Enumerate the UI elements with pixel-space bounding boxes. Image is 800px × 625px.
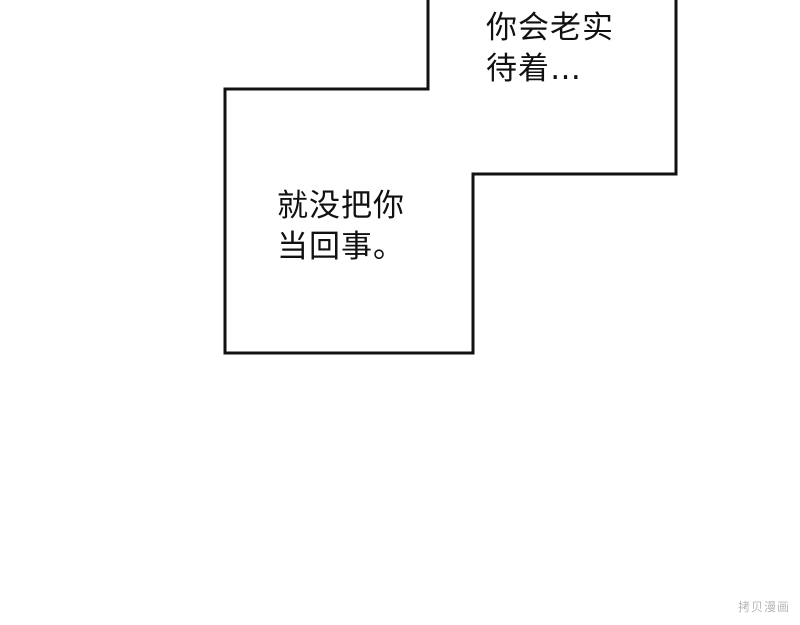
caption-text-top: 你会老实 待着… <box>486 10 614 87</box>
watermark: 拷贝漫画 <box>737 600 790 614</box>
caption-text-bottom: 就没把你 当回事。 <box>277 188 405 265</box>
